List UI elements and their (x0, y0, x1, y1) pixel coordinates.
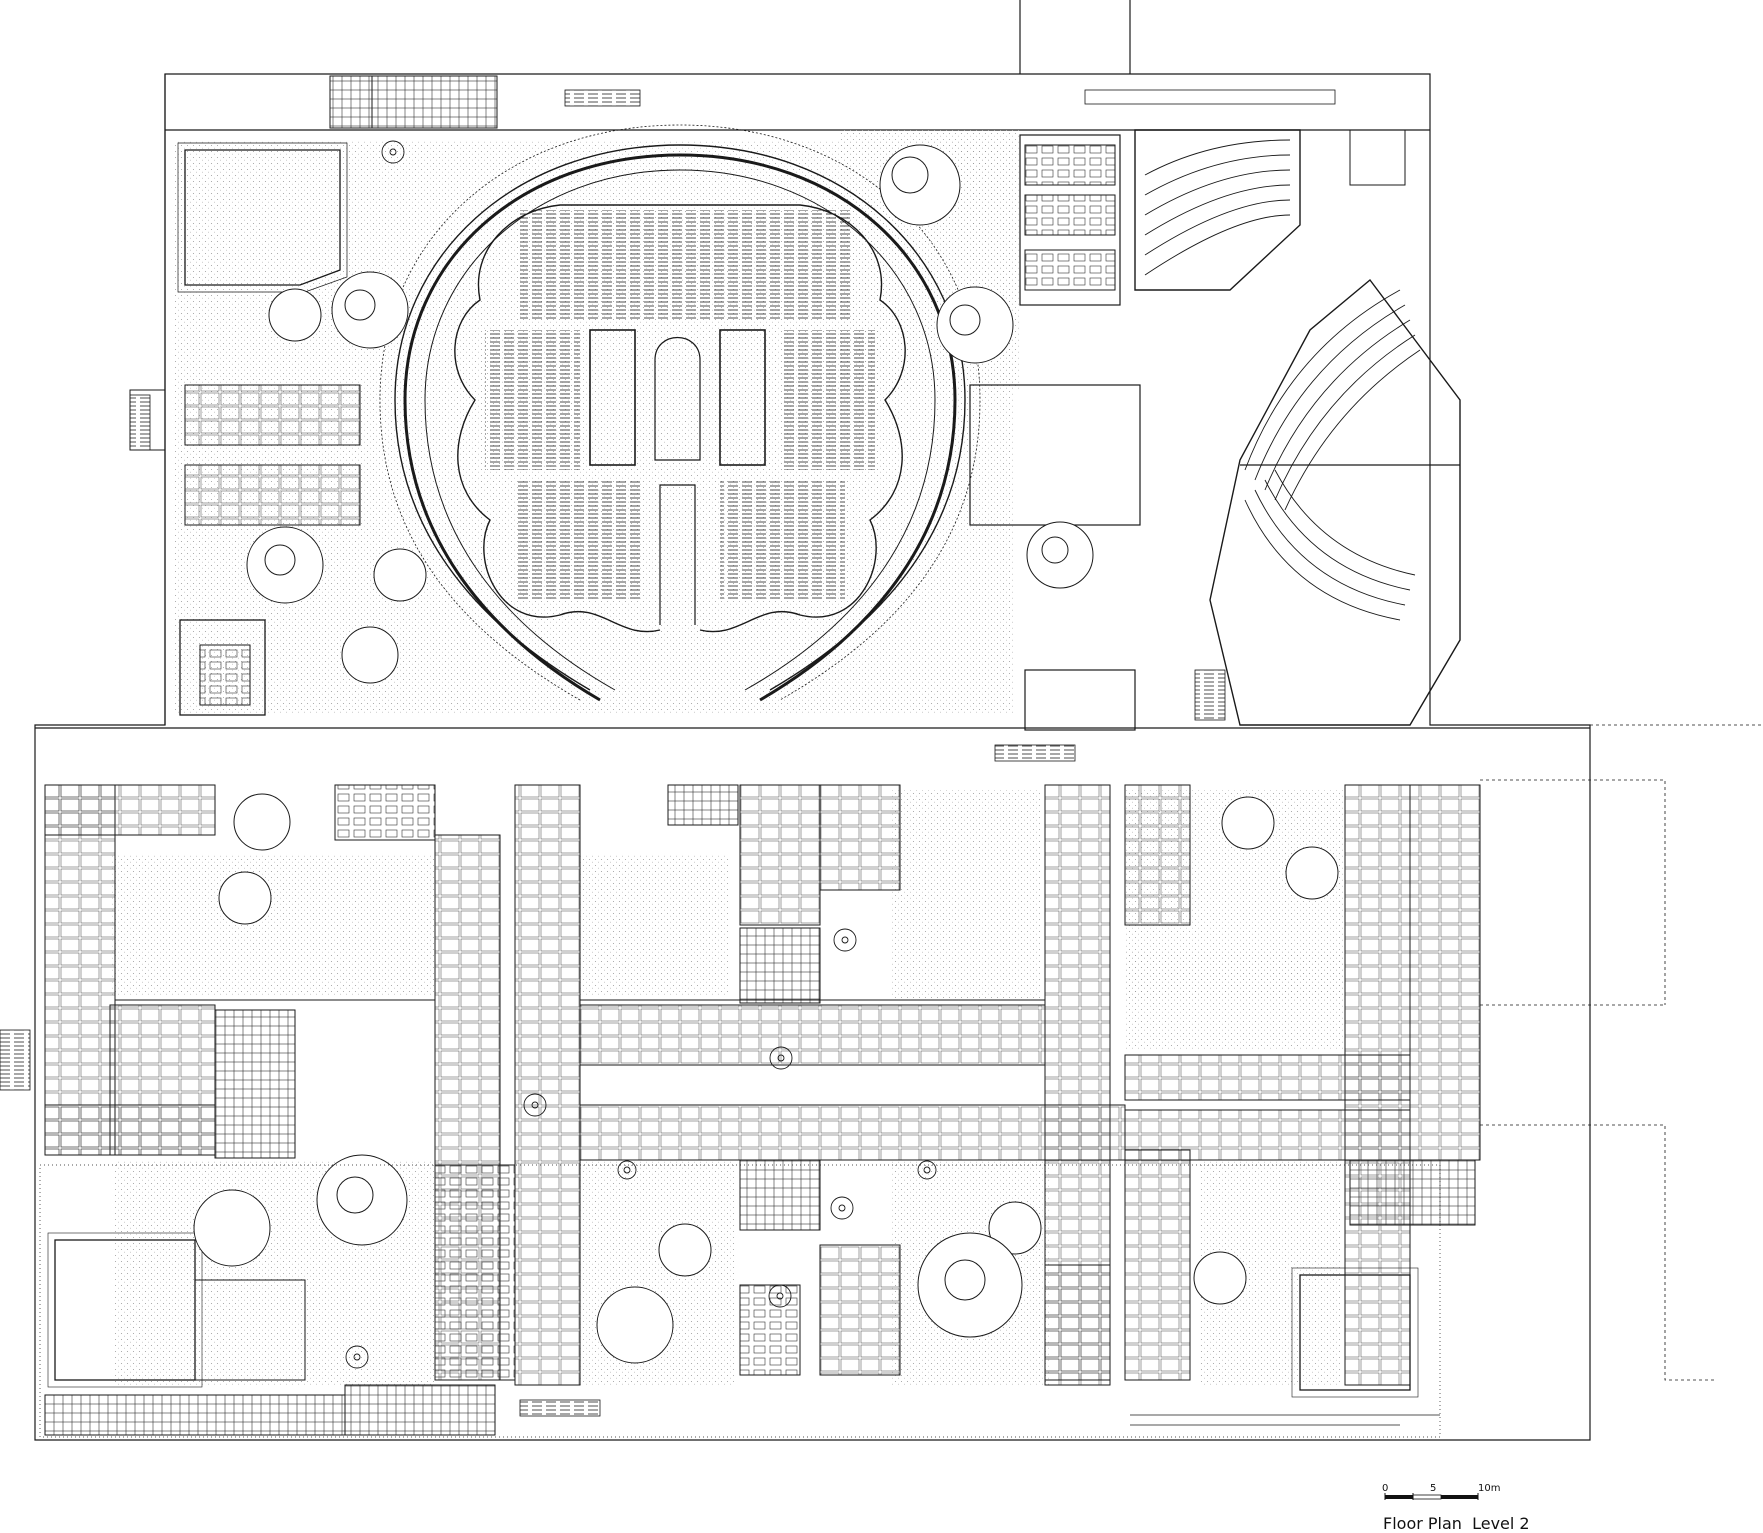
scale-label-10m: 10m (1478, 1483, 1501, 1494)
tree-icon (193, 144, 1339, 1364)
caption-title: Floor Plan (1383, 1514, 1462, 1533)
left-offices (129, 384, 361, 716)
spiral-stair-icon (345, 140, 937, 1369)
drawing-caption: Floor Plan Level 2 (1383, 1516, 1530, 1532)
scale-label-0: 0 (1382, 1483, 1389, 1494)
seminar-block (969, 129, 1406, 731)
office-complex (44, 784, 1481, 1386)
scale-bar (1384, 1493, 1479, 1500)
scale-label-5: 5 (1430, 1483, 1437, 1494)
stairs (0, 89, 1336, 1417)
auditoriums (1134, 129, 1461, 726)
lower-pavilions (47, 1232, 1419, 1398)
perimeter-curbs (39, 1164, 1441, 1438)
caption-level: Level 2 (1472, 1514, 1530, 1533)
future-extension (1480, 724, 1763, 1381)
upper-left-pavilion (177, 142, 348, 293)
library-reading-hall (379, 124, 981, 702)
